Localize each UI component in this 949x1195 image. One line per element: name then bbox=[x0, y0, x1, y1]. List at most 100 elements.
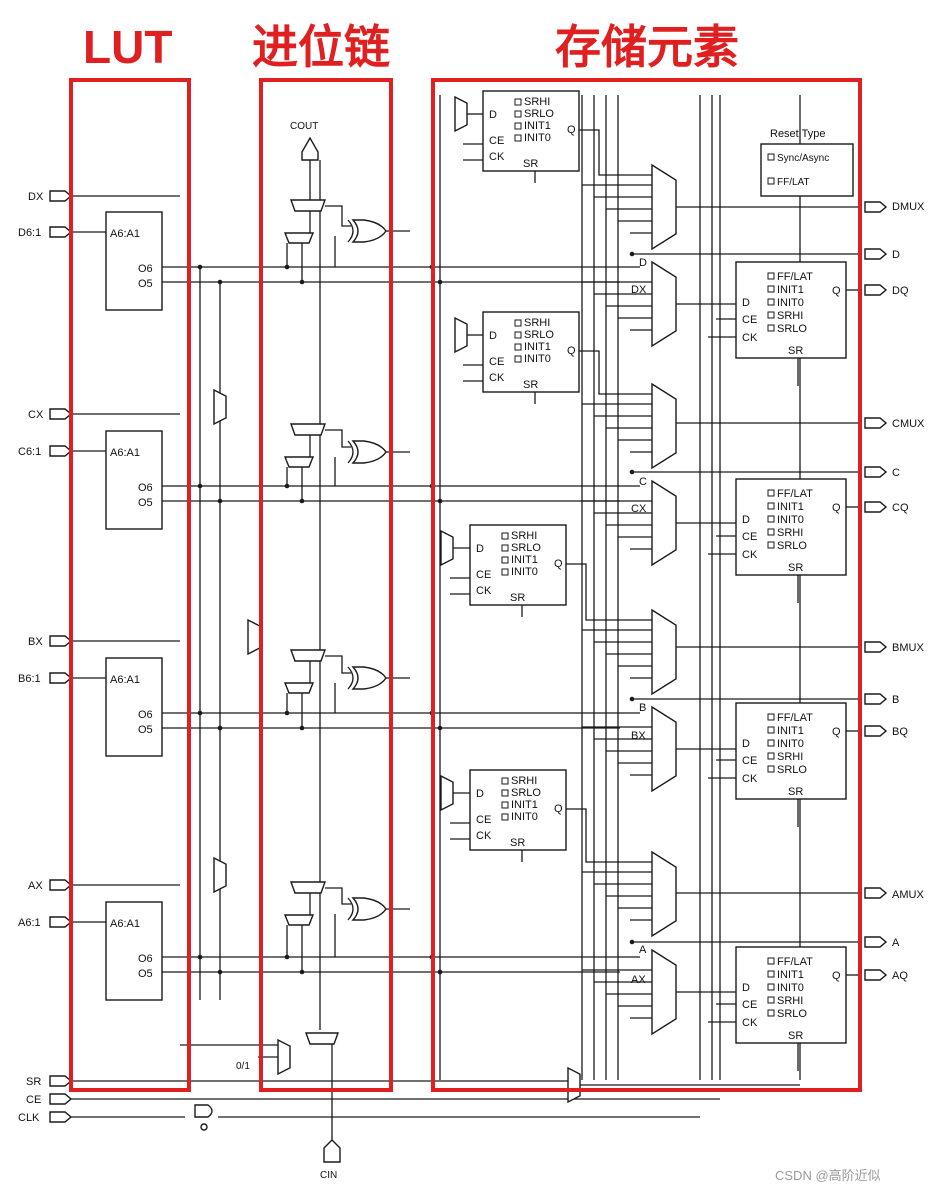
svg-text:CK: CK bbox=[742, 549, 758, 561]
svg-text:CK: CK bbox=[476, 830, 492, 842]
svg-text:INIT0: INIT0 bbox=[511, 566, 538, 578]
svg-text:SRHI: SRHI bbox=[511, 530, 537, 542]
carry-gate-a bbox=[283, 914, 315, 926]
svg-text:SRLO: SRLO bbox=[777, 1008, 807, 1020]
input-pin-a6 bbox=[49, 916, 73, 928]
svg-text:INIT1: INIT1 bbox=[511, 799, 538, 811]
svg-text:INIT0: INIT0 bbox=[511, 811, 538, 823]
svg-text:INIT1: INIT1 bbox=[777, 725, 804, 737]
svg-text:SRLO: SRLO bbox=[511, 787, 541, 799]
output-pin-cmux bbox=[864, 417, 888, 429]
mux-label-cx: CX bbox=[631, 503, 647, 515]
svg-text:SR: SR bbox=[788, 1030, 803, 1042]
svg-text:CE: CE bbox=[742, 531, 757, 543]
input-pin-bx bbox=[49, 635, 73, 647]
cin-pin bbox=[323, 1139, 341, 1163]
input-pin-d6 bbox=[49, 226, 73, 238]
xor-a bbox=[347, 897, 387, 921]
output-pin-bmux bbox=[864, 641, 888, 653]
svg-text:SR: SR bbox=[788, 786, 803, 798]
svg-text:SRHI: SRHI bbox=[777, 310, 803, 322]
output-pin-dmux bbox=[864, 201, 888, 213]
mux-label-ax: AX bbox=[631, 974, 646, 986]
svg-text:SR: SR bbox=[510, 592, 525, 604]
input-sr-label: SR bbox=[26, 1076, 41, 1088]
svg-text:SRHI: SRHI bbox=[777, 995, 803, 1007]
junction-dot bbox=[217, 969, 223, 975]
svg-text:FF/LAT: FF/LAT bbox=[777, 271, 813, 283]
svg-text:SRHI: SRHI bbox=[777, 527, 803, 539]
svg-text:Q: Q bbox=[567, 124, 576, 136]
svg-text:FF/LAT: FF/LAT bbox=[777, 712, 813, 724]
route-mux-2 bbox=[247, 618, 261, 656]
junction-dot bbox=[299, 498, 305, 504]
junction-dot bbox=[217, 279, 223, 285]
svg-text:CE: CE bbox=[476, 569, 491, 581]
junction-dot bbox=[437, 725, 443, 731]
storage-highlight bbox=[431, 78, 862, 1092]
svg-text:O6: O6 bbox=[138, 263, 153, 275]
svg-text:CE: CE bbox=[742, 999, 757, 1011]
junction-dot bbox=[197, 264, 203, 270]
svg-text:O5: O5 bbox=[138, 497, 153, 509]
input-pin-ax bbox=[49, 879, 73, 891]
output-aq-label: AQ bbox=[892, 970, 908, 982]
junction-dot bbox=[284, 954, 290, 960]
svg-text:SR: SR bbox=[788, 345, 803, 357]
input-pin-clk bbox=[49, 1111, 73, 1123]
input-pin-dx bbox=[49, 190, 73, 202]
carry-mux-b bbox=[290, 649, 326, 662]
svg-text:SR: SR bbox=[788, 562, 803, 574]
svg-text:SR: SR bbox=[523, 158, 538, 170]
svg-text:INIT1: INIT1 bbox=[777, 284, 804, 296]
ff-input-mux-b bbox=[651, 705, 677, 793]
svg-text:A6:A1: A6:A1 bbox=[110, 228, 140, 240]
svg-text:O6: O6 bbox=[138, 709, 153, 721]
mux-label-a: A bbox=[639, 944, 647, 956]
reset-opt-fflat: FF/LAT bbox=[777, 177, 810, 188]
junction-dot bbox=[629, 939, 635, 945]
output-mux-bmux bbox=[651, 608, 677, 696]
svg-text:INIT0: INIT0 bbox=[777, 297, 804, 309]
output-dq-label: DQ bbox=[892, 285, 909, 297]
mux-label-b: B bbox=[639, 702, 646, 714]
svg-text:INIT1: INIT1 bbox=[511, 554, 538, 566]
input-b6-label: B6:1 bbox=[18, 673, 41, 685]
sr-mux bbox=[567, 1066, 581, 1104]
svg-text:SR: SR bbox=[523, 379, 538, 391]
heading-lut: LUT bbox=[83, 21, 172, 73]
svg-text:INIT1: INIT1 bbox=[777, 969, 804, 981]
svg-text:INIT0: INIT0 bbox=[777, 738, 804, 750]
output-pin-bq bbox=[864, 725, 888, 737]
input-cx-label: CX bbox=[28, 409, 44, 421]
ff-input-mux-c bbox=[651, 479, 677, 567]
xor-d bbox=[347, 219, 387, 243]
svg-text:INIT1: INIT1 bbox=[777, 501, 804, 513]
svg-text:D: D bbox=[476, 543, 484, 555]
svg-text:D: D bbox=[742, 982, 750, 994]
reset-opt-sync: Sync/Async bbox=[777, 153, 829, 164]
xor-b bbox=[347, 666, 387, 690]
svg-text:SRLO: SRLO bbox=[524, 329, 554, 341]
mux-label-dx: DX bbox=[631, 284, 647, 296]
svg-text:Q: Q bbox=[832, 970, 841, 982]
route-mux-3 bbox=[213, 856, 227, 894]
svg-text:INIT1: INIT1 bbox=[524, 341, 551, 353]
ff5-mux-c bbox=[454, 316, 468, 354]
carry-gate-b bbox=[283, 682, 315, 694]
cout-label: COUT bbox=[290, 121, 318, 132]
output-b-label: B bbox=[892, 694, 899, 706]
svg-text:SRHI: SRHI bbox=[777, 751, 803, 763]
output-pin-aq bbox=[864, 969, 888, 981]
cin-mux bbox=[305, 1032, 339, 1045]
component-layer: A6:A1O6O5DCECKQSRSRHISRLOINIT1INIT0DCECK… bbox=[49, 90, 888, 1163]
carry-mux-c bbox=[290, 423, 326, 436]
svg-text:INIT0: INIT0 bbox=[524, 353, 551, 365]
svg-text:SRLO: SRLO bbox=[777, 323, 807, 335]
